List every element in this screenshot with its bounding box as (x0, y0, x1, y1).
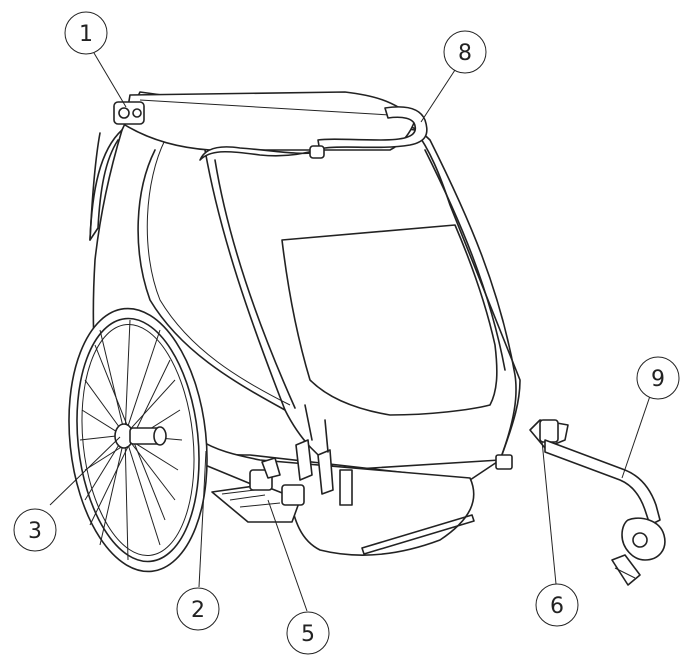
callout-circle (64, 11, 108, 55)
leader-3 (49, 436, 121, 506)
callout-label: 1 (79, 22, 93, 47)
front-latches (295, 404, 353, 506)
hitch-arm (529, 419, 666, 586)
callout-circle (636, 356, 680, 400)
callout-5: 5 (286, 611, 330, 655)
leader-8 (420, 69, 456, 123)
callout-circle (176, 587, 220, 631)
callout-label: 9 (651, 367, 665, 392)
callout-circle (535, 583, 579, 627)
callout-6: 6 (535, 583, 579, 627)
callout-1: 1 (64, 11, 108, 55)
callout-label: 5 (301, 622, 315, 647)
callout-8: 8 (443, 30, 487, 74)
callout-9: 9 (636, 356, 680, 400)
callout-3: 3 (13, 508, 57, 552)
callout-circle (286, 611, 330, 655)
callout-label: 6 (550, 594, 564, 619)
corner-buckle (113, 101, 145, 125)
callout-circle (13, 508, 57, 552)
wheel (68, 307, 208, 573)
callout-label: 3 (28, 519, 42, 544)
callout-2: 2 (176, 587, 220, 631)
callout-circle (443, 30, 487, 74)
callout-label: 2 (191, 598, 205, 623)
leader-2 (198, 450, 207, 588)
callout-label: 8 (458, 41, 472, 66)
leader-6 (541, 440, 557, 585)
foot-brake (211, 457, 305, 523)
leader-lines (49, 52, 651, 612)
trailer-body (89, 91, 521, 556)
leader-5 (267, 499, 308, 612)
leader-1 (93, 52, 127, 108)
leader-9 (621, 395, 651, 479)
